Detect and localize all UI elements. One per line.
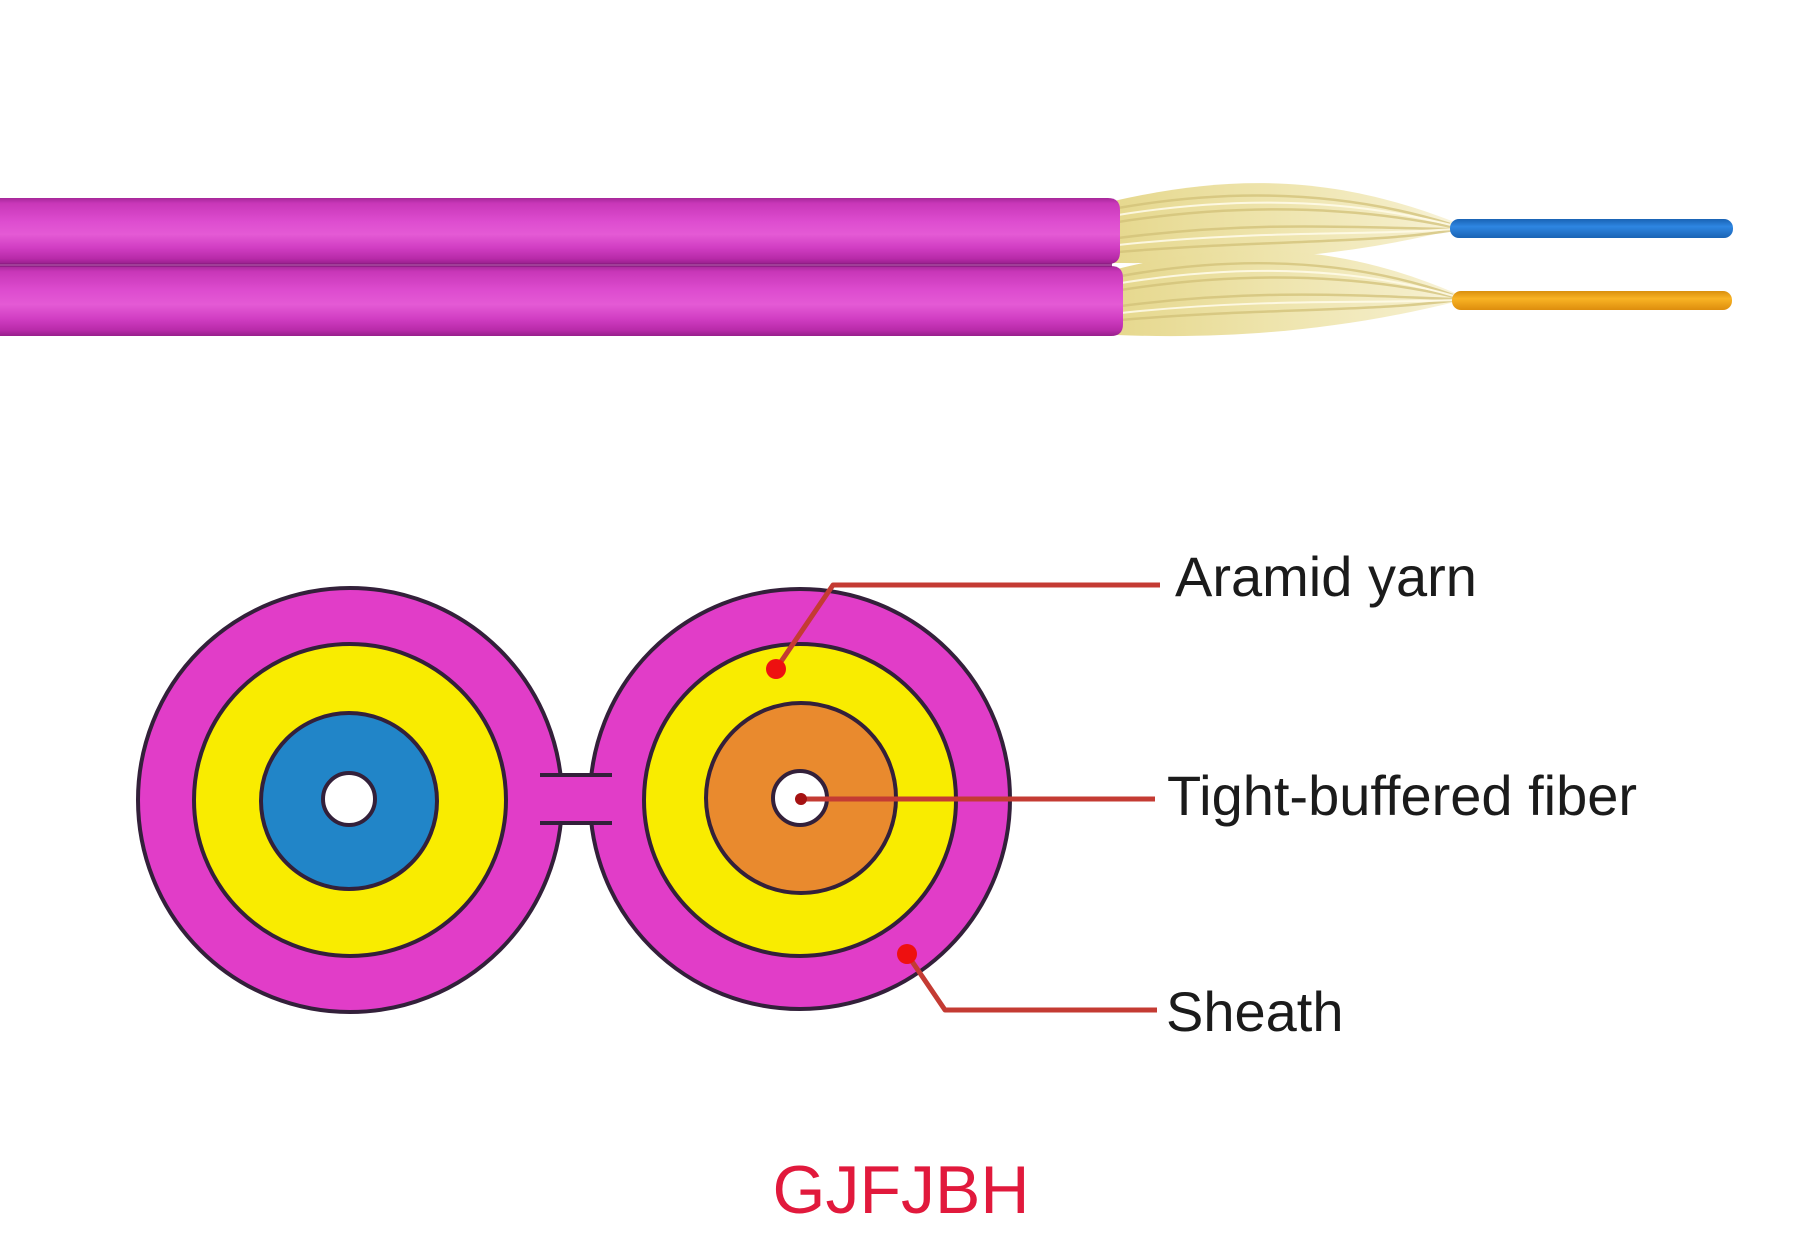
yarn-texture [1120,262,1458,322]
blue-fiber-pigtail [1450,219,1733,238]
cable-jacket-bottom [0,266,1123,336]
aramid-yarn-label: Aramid yarn [1175,545,1477,608]
fiber-dot [795,793,807,805]
sheath-label: Sheath [1166,980,1344,1043]
yarn-highlights [1117,201,1454,246]
fiber-core-left [321,771,377,827]
product-code-title: GJFJBH [772,1152,1030,1228]
duplex-cable-illustration [0,183,1733,337]
aramid-yarn-leader [773,582,1160,671]
orange-fiber-pigtail [1452,291,1732,310]
cable-jacket-top [0,198,1120,264]
aramid-yarn-brush-top [1114,183,1456,264]
sheath-leader [904,952,1157,1013]
tight-buffered-fiber-label: Tight-buffered fiber [1167,764,1638,827]
cable-jacket-seam [0,263,1112,267]
callout-leaders [766,582,1160,1013]
cross-section-diagram [136,582,1160,1014]
yarn-highlights [1120,269,1457,314]
aramid-yarn-dot [766,659,786,679]
sheath-dot [897,944,917,964]
zipcord-web [542,777,610,821]
yarn-texture [1117,194,1455,254]
aramid-yarn-brush-bottom [1117,250,1459,337]
